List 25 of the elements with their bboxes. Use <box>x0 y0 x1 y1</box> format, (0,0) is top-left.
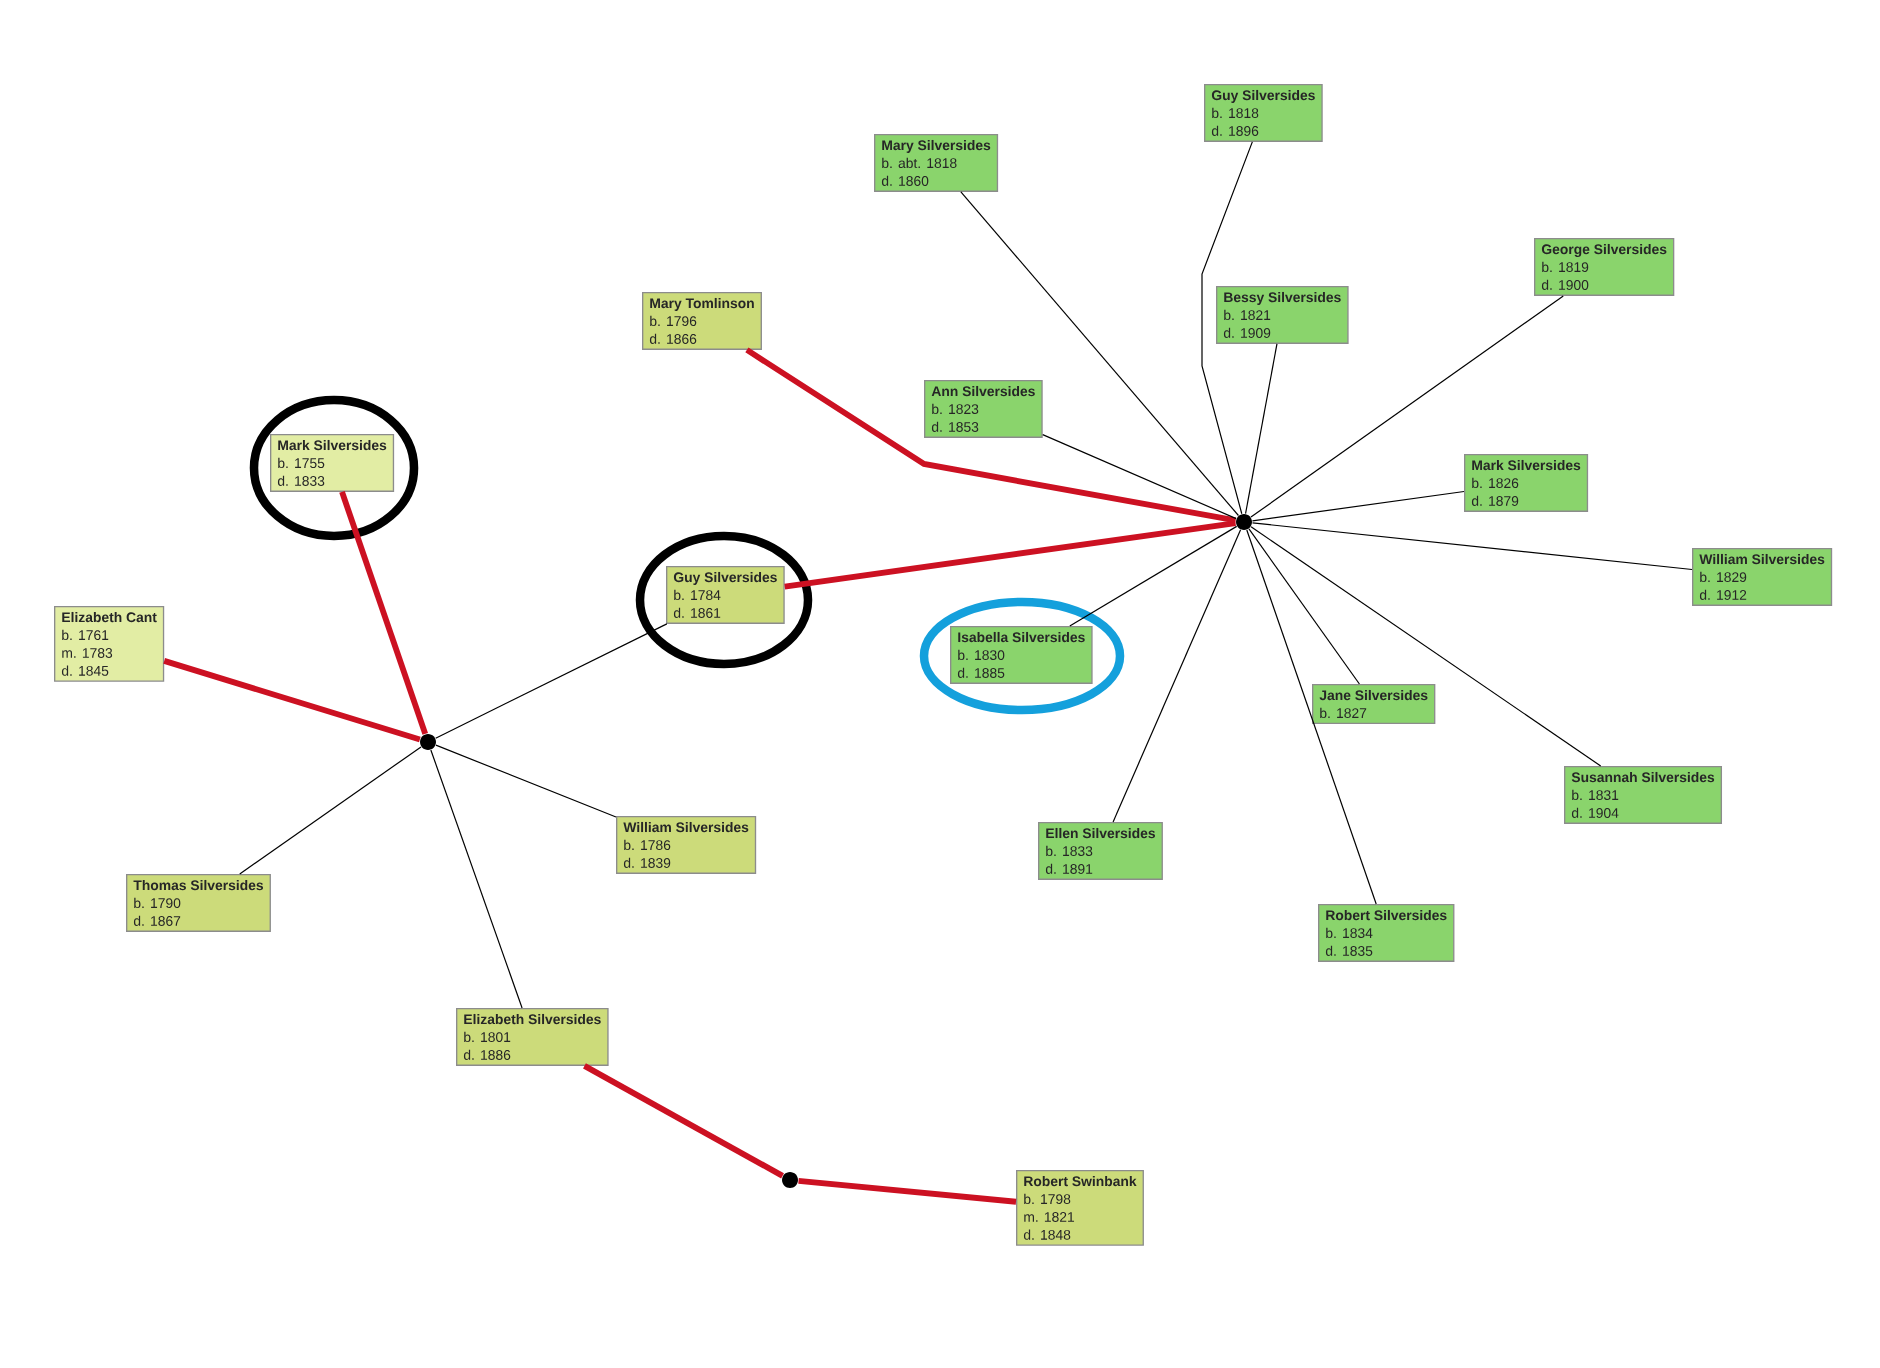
connector-line <box>784 520 1236 590</box>
connector-line <box>163 658 421 743</box>
connector-line <box>430 749 523 1009</box>
connector-line <box>1201 141 1253 515</box>
connector-line <box>960 191 1240 517</box>
connector-line <box>1251 522 1693 571</box>
connector-line <box>1069 525 1238 627</box>
connector-line <box>745 347 1237 524</box>
connector-line <box>1112 529 1242 823</box>
connector-line <box>1246 529 1377 905</box>
connector-line <box>1250 526 1602 767</box>
connector-line <box>1244 343 1278 515</box>
connector-line <box>1248 528 1360 685</box>
junction-dot <box>420 734 436 750</box>
connector-line <box>339 490 428 735</box>
connector-line <box>1251 490 1465 522</box>
connector-line <box>239 746 422 875</box>
junction-dot <box>782 1172 798 1188</box>
connector-line <box>798 1177 1017 1205</box>
junction-dot <box>1236 514 1252 530</box>
connector-line <box>1250 295 1564 518</box>
connector-line <box>435 744 617 818</box>
connector-line <box>1042 434 1237 520</box>
connector-line <box>435 623 668 739</box>
connector-line <box>583 1063 784 1179</box>
